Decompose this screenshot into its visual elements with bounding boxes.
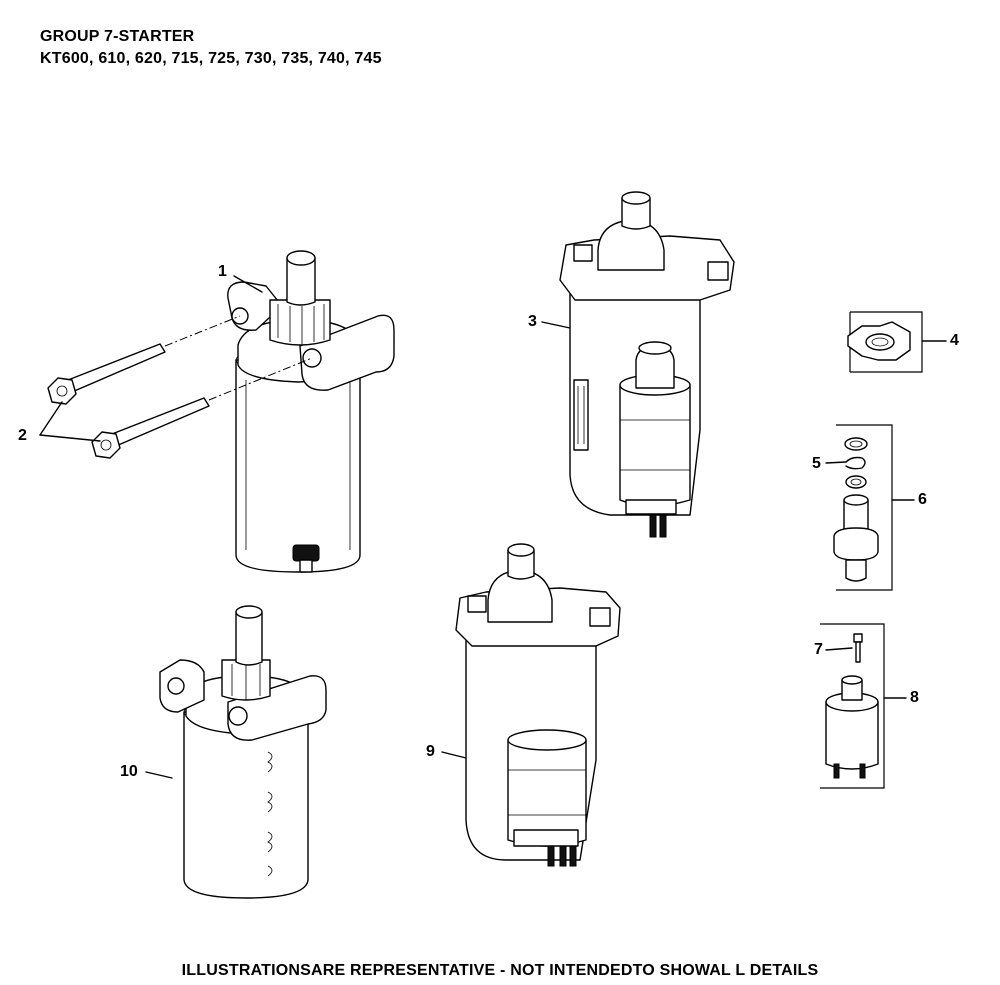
callout-3: 3 <box>528 313 537 330</box>
leader-lines <box>39 275 853 779</box>
solenoid-part-8 <box>820 623 907 789</box>
starter-motor-part-10 <box>159 605 327 899</box>
page-title: GROUP 7-STARTER <box>40 28 195 45</box>
clip-part-4 <box>847 311 947 373</box>
model-list: KT600, 610, 620, 715, 725, 730, 735, 740… <box>40 50 382 67</box>
starter-motor-part-3 <box>559 191 735 538</box>
callout-10: 10 <box>120 763 138 780</box>
drive-kit-part-6 <box>833 424 915 591</box>
callout-8: 8 <box>910 689 919 706</box>
callout-5: 5 <box>812 455 821 472</box>
callout-1: 1 <box>218 263 227 280</box>
callout-6: 6 <box>918 491 927 508</box>
callout-2: 2 <box>18 427 27 444</box>
starter-motor-part-9 <box>455 543 621 867</box>
callout-7: 7 <box>814 641 823 658</box>
callout-4: 4 <box>950 332 959 349</box>
mounting-bolts-part-2 <box>47 315 313 459</box>
starter-motor-part-1 <box>227 250 395 573</box>
disclaimer-footer: ILLUSTRATIONSARE REPRESENTATIVE - NOT IN… <box>181 962 819 979</box>
callout-9: 9 <box>426 743 435 760</box>
